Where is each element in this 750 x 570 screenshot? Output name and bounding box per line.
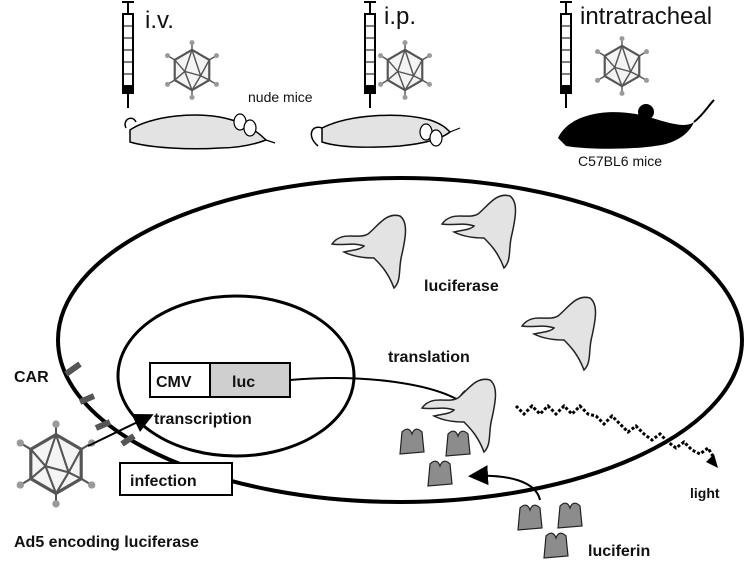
syringe-icon: [121, 1, 135, 109]
route-ip-label: i.p.: [384, 3, 416, 30]
syringe-icon: [363, 1, 377, 109]
virus-icon: [376, 39, 434, 101]
nucleus: [116, 294, 356, 458]
luciferin-icon: [399, 428, 425, 455]
c57-mice-label: C57BL6 mice: [578, 153, 662, 169]
luc-label: luc: [232, 374, 255, 391]
arrowhead-icon: [706, 454, 718, 468]
route-iv-panel: i.v.: [121, 1, 221, 109]
luciferin-icon: [557, 502, 583, 529]
virus-icon: [163, 39, 221, 101]
luciferase-protein-icon: [521, 296, 597, 371]
car-receptor: [94, 419, 112, 431]
luciferase-label: luciferase: [424, 278, 499, 295]
infection-arrow: [87, 413, 154, 447]
virus-icon: [15, 418, 97, 510]
infection-box: [119, 462, 233, 496]
route-intratracheal-label: intratracheal: [580, 3, 712, 30]
black-mouse-icon: [558, 99, 715, 149]
car-label: CAR: [14, 369, 49, 386]
nude-mouse-icon: [310, 114, 461, 148]
car-receptor: [64, 361, 82, 377]
virus-caption: Ad5 encoding luciferase: [14, 534, 199, 551]
cmv-promoter-box: [149, 362, 211, 398]
route-ip-panel: i.p.: [363, 1, 434, 109]
luciferase-protein-icon: [331, 214, 407, 289]
luciferin-icon: [517, 504, 543, 531]
luciferin-label: luciferin: [588, 543, 650, 560]
nude-mouse-icon: [124, 113, 276, 150]
luciferase-protein-icon: [441, 194, 517, 269]
route-iv-label: i.v.: [145, 7, 174, 34]
car-receptors: [64, 361, 136, 447]
nude-mice-label: nude mice: [248, 89, 313, 105]
light-emission-wave: [514, 403, 716, 459]
syringe-icon: [559, 1, 573, 109]
translation-label: translation: [388, 349, 470, 366]
luciferin-icon: [427, 460, 453, 487]
route-intratracheal-panel: intratracheal: [559, 1, 712, 109]
light-label: light: [690, 485, 720, 501]
uptake-arrow: [468, 465, 541, 501]
infection-label: infection: [130, 473, 197, 490]
virus-icon: [593, 35, 651, 97]
transcription-label: transcription: [154, 411, 252, 428]
cmv-label: CMV: [156, 374, 192, 391]
car-receptor: [120, 433, 136, 447]
car-receptor: [78, 393, 96, 405]
luciferin-icon: [543, 532, 569, 559]
luciferin-icon: [445, 430, 471, 457]
cell-membrane: [56, 176, 744, 504]
